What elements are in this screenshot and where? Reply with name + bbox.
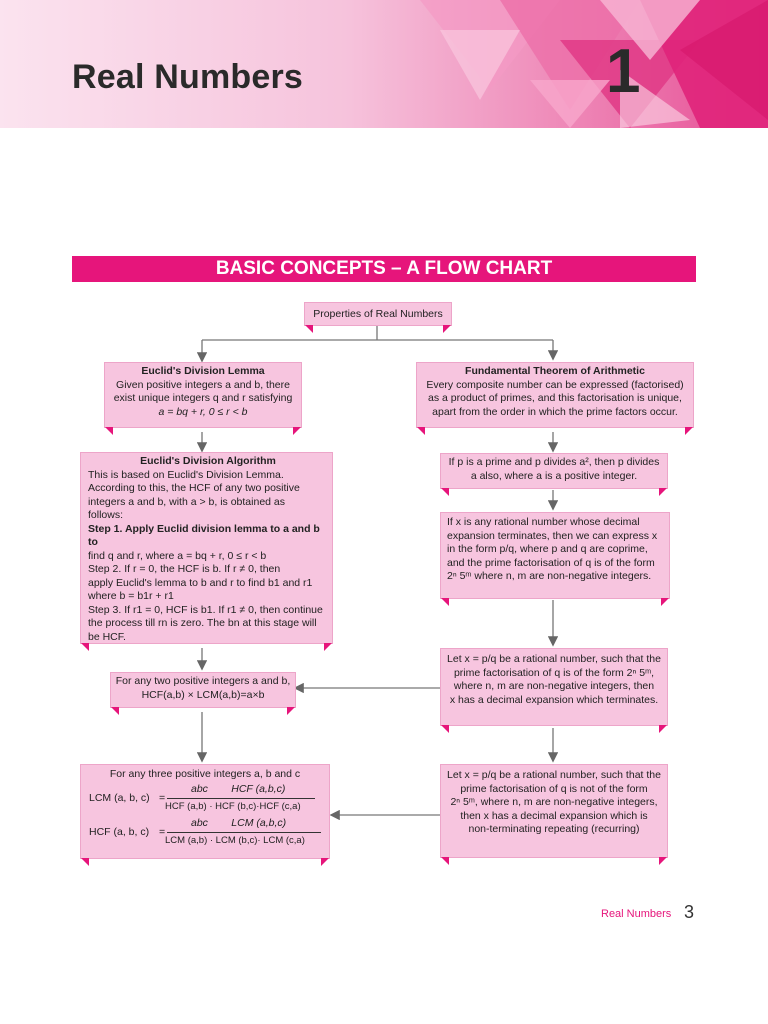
prime-divides-line: If p is a prime and p divides a², then p… [448, 456, 660, 468]
rational-terminating-line: 2ⁿ 5ᵐ where n, m are non-negative intege… [447, 570, 652, 582]
fta-line: Every composite number can be expressed … [426, 378, 684, 391]
hcf-denominator: LCM (a,b) · LCM (b,c)· LCM (c,a) [165, 834, 305, 846]
algorithm-line: the process till rn is zero. The bn at t… [88, 617, 317, 629]
let-x-terminating-line: x has a decimal expansion which terminat… [449, 693, 659, 706]
algorithm-box: Euclid's Division Algorithm This is base… [80, 452, 333, 651]
prime-divides-box: If p is a prime and p divides a², then p… [440, 453, 668, 496]
hcf-numerator: abc LCM (a,b,c) [191, 816, 287, 829]
lcm-label: LCM (a, b, c) [89, 791, 150, 804]
header-triangles-decoration [420, 0, 768, 128]
algorithm-line: This is based on Euclid's Division Lemma… [88, 468, 284, 481]
fraction-bar [167, 831, 321, 833]
fraction-bar [167, 797, 315, 799]
lemma-line: Given positive integers a and b, there [116, 378, 290, 391]
lemma-line: a = bq + r, 0 ≤ r < b [158, 405, 248, 418]
rational-terminating-line: and the prime factorisation of q is of t… [447, 556, 655, 569]
rational-terminating-line: expansion terminates, then we can expres… [447, 529, 658, 542]
prime-divides-line: a also, where a is a positive integer. [470, 469, 638, 482]
hcf-formula: HCF (a, b, c) = abc LCM (a,b,c) LCM (a,b… [81, 816, 329, 850]
algorithm-step: Step 2. If r = 0, the HCF is b. If r ≠ 0… [88, 563, 281, 575]
hcf-lcm-two-line: HCF(a,b) × LCM(a,b)=a×b [141, 688, 265, 701]
footer-chapter-label: Real Numbers [601, 908, 672, 920]
chapter-number: 1 [606, 37, 641, 106]
let-x-terminating-line: Let x = p/q be a rational number, such t… [447, 653, 661, 665]
root-label: Properties of Real Numbers [313, 308, 443, 320]
section-banner: BASIC CONCEPTS – A FLOW CHART [72, 256, 696, 282]
let-x-nonterminating-line: then x has a decimal expansion which is [460, 809, 648, 822]
chapter-header: Real Numbers 1 [0, 0, 768, 128]
chapter-title: Real Numbers [72, 58, 304, 96]
fta-line: apart from the order in which the prime … [432, 405, 678, 418]
rational-terminating-line: If x is any rational number whose decima… [447, 516, 640, 528]
rational-terminating-line: in the form p/q, where p and q are copri… [447, 543, 648, 555]
algorithm-line: integers a and b, with a > b, is obtaine… [88, 495, 286, 508]
lemma-title: Euclid's Division Lemma [141, 365, 265, 377]
fta-title: Fundamental Theorem of Arithmetic [465, 365, 645, 377]
algorithm-line: be HCF. [88, 630, 126, 643]
let-x-nonterminating-line: prime factorisation of q is not of the f… [460, 782, 648, 795]
root-box: Properties of Real Numbers [304, 302, 452, 333]
fta-line: as a product of primes, and this factori… [428, 392, 682, 404]
page-number: 3 [684, 902, 695, 922]
algorithm-line: According to this, the HCF of any two po… [88, 482, 300, 494]
equals-sign: = [159, 791, 166, 804]
equals-sign: = [159, 825, 166, 838]
lcm-denominator: HCF (a,b) · HCF (b,c)·HCF (c,a) [165, 800, 301, 812]
algorithm-step: Step 3. If r1 = 0, HCF is b1. If r1 ≠ 0,… [88, 603, 323, 616]
hcf-lcm-two-box: For any two positive integers a and b, H… [110, 672, 296, 715]
algorithm-line: find q and r, where a = bq + r, 0 ≤ r < … [88, 549, 267, 562]
algorithm-step: Step 1. Apply Euclid division lemma to a… [88, 522, 320, 549]
algorithm-line: follows: [88, 509, 124, 521]
hcf-lcm-three-intro: For any three positive integers a, b and… [109, 768, 301, 780]
rational-terminating-box: If x is any rational number whose decima… [440, 512, 670, 606]
algorithm-title: Euclid's Division Algorithm [140, 455, 276, 467]
hcf-lcm-two-line: For any two positive integers a and b, [115, 675, 291, 687]
algorithm-line: apply Euclid's lemma to b and r to find … [88, 576, 313, 589]
let-x-terminating-line: prime factorisation of q is of the form … [453, 666, 655, 679]
lcm-formula: LCM (a, b, c) = abc HCF (a,b,c) HCF (a,b… [81, 782, 329, 816]
lemma-line: exist unique integers q and r satisfying [113, 392, 293, 404]
fta-box: Fundamental Theorem of Arithmetic Every … [416, 362, 694, 435]
let-x-nonterminating-box: Let x = p/q be a rational number, such t… [440, 764, 668, 865]
let-x-terminating-box: Let x = p/q be a rational number, such t… [440, 648, 668, 733]
hcf-label: HCF (a, b, c) [89, 825, 150, 838]
algorithm-line: where b = b1r + r1 [88, 590, 174, 602]
let-x-nonterminating-line: Let x = p/q be a rational number, such t… [447, 769, 661, 781]
let-x-nonterminating-line: 2ⁿ 5ᵐ, where n, m are non-negative integ… [450, 796, 658, 808]
hcf-lcm-three-box: For any three positive integers a, b and… [80, 764, 330, 866]
let-x-terminating-line: where n, m are non-negative integers, th… [453, 680, 655, 692]
let-x-nonterminating-line: non-terminating repeating (recurring) [468, 823, 640, 835]
lemma-box: Euclid's Division Lemma Given positive i… [104, 362, 302, 435]
lcm-numerator: abc HCF (a,b,c) [191, 782, 286, 795]
